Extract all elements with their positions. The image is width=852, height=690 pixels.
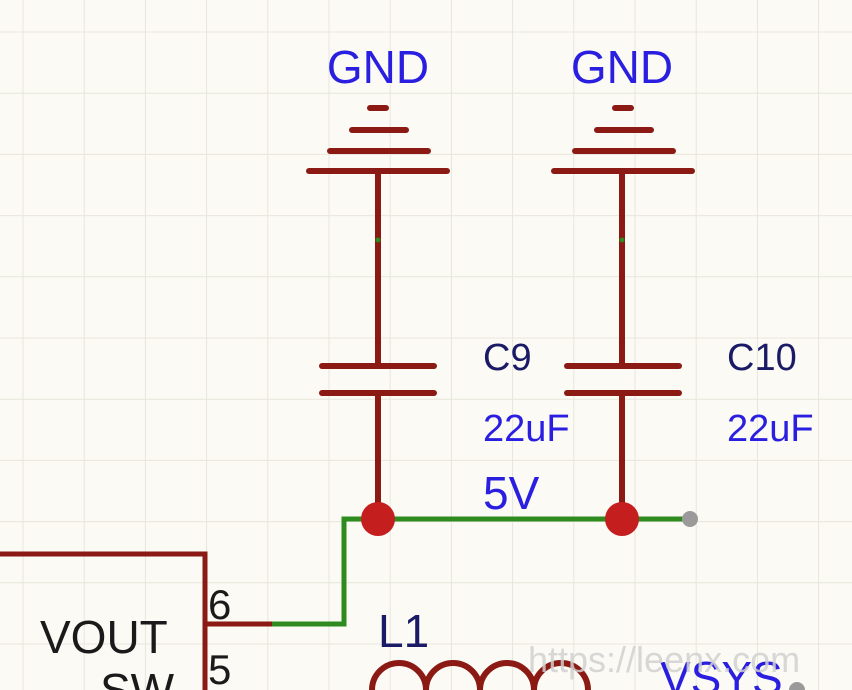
c10-ref-label: C10 bbox=[727, 337, 797, 379]
pin-number-6: 6 bbox=[208, 581, 231, 628]
ic-body[interactable] bbox=[0, 551, 208, 690]
pin-end-dot bbox=[619, 237, 625, 243]
c9-ref-label: C9 bbox=[483, 337, 532, 379]
junction-c9[interactable] bbox=[361, 502, 395, 536]
pin-name-vout: VOUT bbox=[40, 611, 168, 663]
c10-value-label: 22uF bbox=[727, 408, 814, 450]
inductor-l1[interactable] bbox=[369, 660, 591, 690]
pin-number-5: 5 bbox=[208, 646, 231, 690]
pin-name-sw: SW bbox=[100, 664, 175, 690]
gnd-label-right: GND bbox=[571, 41, 673, 93]
capacitor-c10[interactable] bbox=[564, 168, 682, 519]
net-label-vsys: VSYS bbox=[660, 652, 783, 690]
net-label-5v: 5V bbox=[483, 467, 540, 519]
junction-c10[interactable] bbox=[605, 502, 639, 536]
wire-5v-net[interactable] bbox=[272, 516, 690, 627]
c9-value-label: 22uF bbox=[483, 408, 570, 450]
capacitor-c9[interactable] bbox=[319, 168, 437, 519]
gnd-symbol-right[interactable] bbox=[551, 105, 695, 174]
watermark: https://leenx.com bbox=[528, 639, 800, 680]
l1-ref-label: L1 bbox=[378, 605, 429, 657]
gnd-label-left: GND bbox=[327, 41, 429, 93]
pin-end-dot bbox=[375, 237, 381, 243]
gnd-symbol-left[interactable] bbox=[306, 105, 450, 174]
wire-end-point[interactable] bbox=[789, 682, 805, 690]
wire-end-point[interactable] bbox=[682, 511, 698, 527]
